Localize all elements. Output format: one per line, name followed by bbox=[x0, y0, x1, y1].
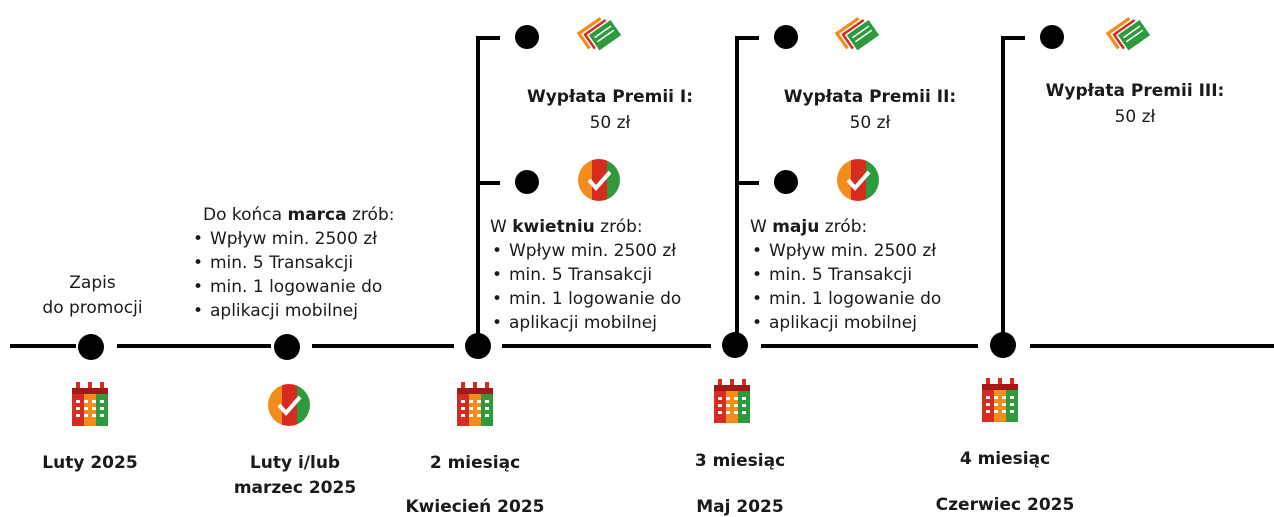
branch-dot bbox=[1040, 25, 1064, 49]
list-item-continuation: aplikacji mobilnej bbox=[188, 300, 394, 322]
heading-month: maju bbox=[772, 217, 820, 237]
heading-suffix: zrób: bbox=[346, 205, 395, 225]
date-line: Kwiecień 2025 bbox=[405, 497, 545, 517]
list-item: min. 5 Transakcji bbox=[487, 264, 681, 286]
requirements-heading: W maju zrób: bbox=[747, 216, 941, 238]
date-label: Luty 2025 bbox=[20, 452, 160, 474]
branch-dot bbox=[515, 170, 539, 194]
branch-line bbox=[1001, 36, 1025, 40]
branch-line bbox=[476, 181, 500, 185]
list-item-text: aplikacji mobilnej bbox=[509, 313, 657, 333]
branch-line bbox=[735, 36, 739, 338]
step-label-line: do promocji bbox=[42, 298, 143, 318]
requirements-list: Wpływ min. 2500 zł min. 5 Transakcji min… bbox=[188, 228, 394, 322]
timeline-line bbox=[312, 344, 454, 348]
heading-prefix: W bbox=[750, 217, 773, 237]
step-requirements-april: W kwietniu zrób: Wpływ min. 2500 zł min.… bbox=[487, 216, 681, 334]
list-item: Wpływ min. 2500 zł bbox=[188, 228, 394, 250]
timeline-dot bbox=[274, 334, 300, 360]
calendar-icon bbox=[714, 379, 750, 423]
date-line: 3 miesiąc bbox=[694, 451, 786, 471]
payout-title: Wypłata Premii III: bbox=[1045, 81, 1225, 101]
list-item: min. 1 logowanie do bbox=[487, 288, 681, 310]
branch-dot bbox=[515, 25, 539, 49]
money-stack-icon bbox=[1105, 16, 1153, 53]
money-stack-icon bbox=[576, 16, 624, 53]
list-item: min. 1 logowanie do bbox=[747, 288, 941, 310]
list-item: min. 5 Transakcji bbox=[747, 264, 941, 286]
date-line: Maj 2025 bbox=[696, 497, 784, 517]
branch-line bbox=[1001, 36, 1005, 338]
branch-line bbox=[476, 36, 480, 338]
branch-line bbox=[476, 36, 500, 40]
heading-suffix: zrób: bbox=[594, 217, 643, 237]
calendar-icon bbox=[457, 382, 493, 426]
requirements-heading: W kwietniu zrób: bbox=[487, 216, 681, 238]
list-item: min. 1 logowanie do bbox=[188, 276, 394, 298]
payout-amount: 50 zł bbox=[589, 113, 631, 133]
payout-title: Wypłata Premii II: bbox=[783, 87, 957, 107]
calendar-icon bbox=[982, 378, 1018, 422]
heading-month: kwietniu bbox=[512, 217, 595, 237]
timeline-line bbox=[10, 344, 76, 348]
date-line: Czerwiec 2025 bbox=[935, 495, 1075, 515]
step-requirements-may: W maju zrób: Wpływ min. 2500 zł min. 5 T… bbox=[747, 216, 941, 334]
date-line: Luty 2025 bbox=[42, 453, 138, 473]
branch-line bbox=[735, 36, 759, 40]
timeline-line bbox=[761, 344, 978, 348]
date-line: Luty i/lub bbox=[249, 453, 341, 473]
list-item-continuation: aplikacji mobilnej bbox=[487, 312, 681, 334]
payout-amount: 50 zł bbox=[1114, 107, 1156, 127]
timeline-line bbox=[502, 344, 711, 348]
payout-3: Wypłata Premii III: 50 zł bbox=[1010, 80, 1260, 128]
payout-2: Wypłata Premii II: 50 zł bbox=[755, 86, 985, 134]
branch-line bbox=[735, 181, 759, 185]
date-line: 4 miesiąc bbox=[959, 449, 1051, 469]
payout-1: Wypłata Premii I: 50 zł bbox=[495, 86, 725, 134]
checkmark-circle-icon bbox=[837, 159, 879, 201]
date-label: 2 miesiąc Kwiecień 2025 bbox=[385, 452, 565, 517]
branch-dot bbox=[774, 25, 798, 49]
checkmark-circle-icon bbox=[578, 159, 620, 201]
timeline-line bbox=[117, 344, 271, 348]
payout-title: Wypłata Premii I: bbox=[526, 87, 694, 107]
checkmark-circle-icon bbox=[268, 384, 310, 426]
list-item-text: aplikacji mobilnej bbox=[210, 301, 358, 321]
date-line: marzec 2025 bbox=[233, 478, 357, 498]
step-label-line: Zapis bbox=[69, 273, 116, 293]
requirements-list: Wpływ min. 2500 zł min. 5 Transakcji min… bbox=[487, 240, 681, 334]
list-item-continuation: aplikacji mobilnej bbox=[747, 312, 941, 334]
heading-prefix: Do końca bbox=[203, 205, 288, 225]
calendar-icon bbox=[72, 382, 108, 426]
list-item: Wpływ min. 2500 zł bbox=[487, 240, 681, 262]
step-enroll: Zapis do promocji bbox=[20, 272, 165, 319]
money-stack-icon bbox=[834, 16, 882, 53]
requirements-heading: Do końca marca zrób: bbox=[188, 204, 394, 226]
requirements-list: Wpływ min. 2500 zł min. 5 Transakcji min… bbox=[747, 240, 941, 334]
list-item: Wpływ min. 2500 zł bbox=[747, 240, 941, 262]
step-requirements-march: Do końca marca zrób: Wpływ min. 2500 zł … bbox=[188, 204, 394, 322]
branch-dot bbox=[774, 170, 798, 194]
list-item: min. 5 Transakcji bbox=[188, 252, 394, 274]
payout-amount: 50 zł bbox=[849, 113, 891, 133]
list-item-text: aplikacji mobilnej bbox=[769, 313, 917, 333]
timeline-dot bbox=[78, 334, 104, 360]
date-line: 2 miesiąc bbox=[429, 453, 521, 473]
date-label: Luty i/lub marzec 2025 bbox=[215, 452, 375, 499]
heading-suffix: zrób: bbox=[819, 217, 868, 237]
timeline-line bbox=[1030, 344, 1274, 348]
date-label: 3 miesiąc Maj 2025 bbox=[650, 450, 830, 517]
date-label: 4 miesiąc Czerwiec 2025 bbox=[905, 448, 1105, 516]
heading-month: marca bbox=[287, 205, 347, 225]
heading-prefix: W bbox=[490, 217, 513, 237]
